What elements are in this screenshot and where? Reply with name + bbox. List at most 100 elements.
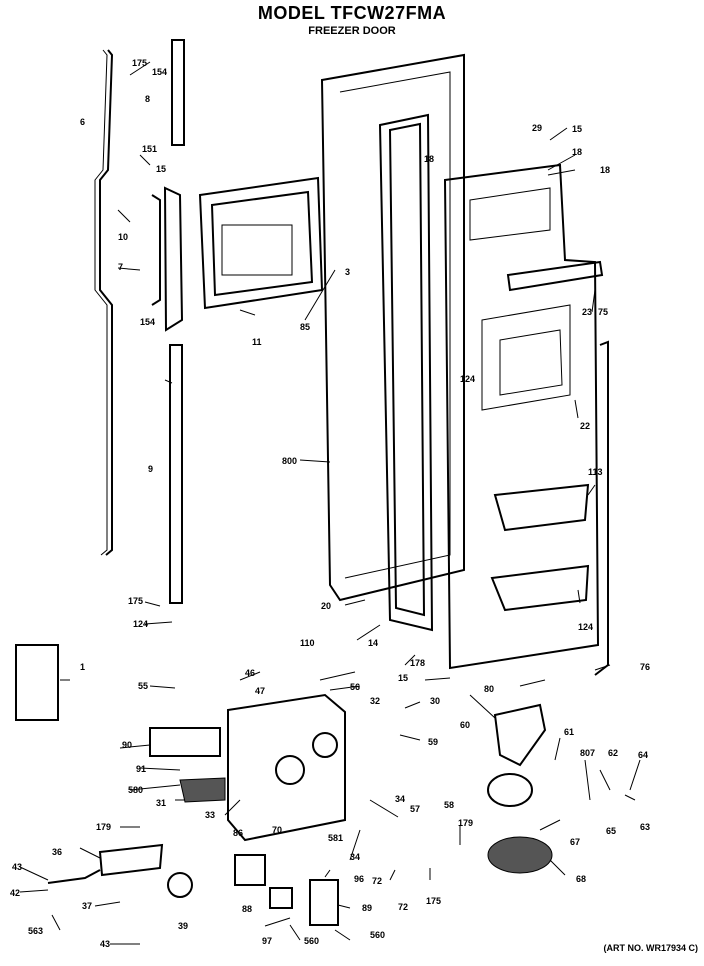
label-64: 63 (640, 822, 650, 832)
label-55: 55 (138, 681, 148, 691)
part-14-gasket (378, 113, 434, 632)
label-10: 10 (118, 232, 128, 242)
label-178: 178 (410, 658, 425, 668)
label-75: 75 (598, 307, 608, 317)
label-14: 14 (368, 638, 378, 648)
door-liner (443, 163, 600, 670)
label-8: 8 (145, 94, 150, 104)
label-563: 563 (28, 926, 43, 936)
part-8-bar (171, 39, 185, 146)
label-43: 43 (100, 939, 110, 949)
label-18c: 18 (600, 165, 610, 175)
label-29: 29 (532, 123, 542, 133)
part-39-motor (167, 872, 193, 898)
label-57: 57 (410, 804, 420, 814)
label-91: 91 (136, 764, 146, 774)
label-72b: 72 (398, 902, 408, 912)
part-61-chute (493, 703, 547, 767)
label-113: 154 (152, 67, 167, 77)
label-110: 110 (300, 638, 315, 648)
part-32-housing (227, 693, 346, 842)
part-90-panel (149, 727, 221, 757)
label-96: 96 (354, 874, 364, 884)
label-179b: 179 (96, 822, 111, 832)
part-124-shelf-upper (493, 483, 590, 532)
label-9: 9 (148, 464, 153, 474)
label-63: 62 (608, 748, 618, 758)
label-800: 800 (282, 456, 297, 466)
label-42: 43 (12, 862, 22, 872)
label-34: 34 (395, 794, 405, 804)
label-560b: 560 (370, 930, 385, 940)
label-60: 59 (428, 737, 438, 747)
part-1-card (15, 644, 59, 721)
label-97: 97 (262, 936, 272, 946)
part-labels: 175 154 8 6 151 15 10 7 154 9 175 124 1 … (10, 58, 650, 949)
part-94-solenoid (234, 854, 266, 886)
label-94: 86 (233, 828, 243, 838)
label-179: 179 (458, 818, 473, 828)
label-56: 56 (350, 682, 360, 692)
label-88: 67 (570, 837, 580, 847)
label-23: 23 (582, 307, 592, 317)
part-7-handle (151, 186, 184, 332)
label-39: 39 (178, 921, 188, 931)
label-41: 42 (10, 888, 20, 898)
part-6-strip (99, 49, 114, 556)
label-76: 76 (640, 662, 650, 672)
part-11-frame (198, 176, 324, 310)
part-76-rod (594, 340, 609, 676)
label-82: 85 (300, 322, 310, 332)
label-124: 113 (588, 467, 603, 477)
label-20: 20 (321, 601, 331, 611)
label-807: 807 (580, 748, 595, 758)
label-65: 64 (638, 750, 648, 760)
label-154b: 154 (140, 317, 155, 327)
part-89-board (309, 879, 339, 926)
label-6: 6 (80, 117, 85, 127)
part-800-door-panel (320, 53, 465, 602)
label-32: 32 (370, 696, 380, 706)
label-113b: 124 (133, 619, 148, 629)
label-31: 31 (156, 798, 166, 808)
label-18b: 18 (572, 147, 582, 157)
label-69: 68 (576, 874, 586, 884)
label-175: 175 (132, 58, 147, 68)
part-88-motor (487, 773, 533, 807)
label-36: 36 (52, 847, 62, 857)
art-number: (ART NO. WR17934 C) (603, 943, 698, 953)
label-151: 124 (460, 374, 475, 384)
part-41-arm (47, 869, 101, 884)
label-72: 72 (372, 876, 382, 886)
label-80: 80 (484, 684, 494, 694)
label-58: 58 (444, 800, 454, 810)
label-3: 3 (345, 267, 350, 277)
label-581: 581 (328, 833, 343, 843)
label-175c: 175 (426, 896, 441, 906)
label-154: 151 (142, 144, 157, 154)
part-124-shelf-lower (490, 564, 590, 612)
part-86-switch (269, 887, 293, 909)
label-560: 560 (304, 936, 319, 946)
label-22: 22 (580, 421, 590, 431)
label-1: 1 (80, 662, 85, 672)
label-47: 47 (255, 686, 265, 696)
label-124b: 124 (578, 622, 593, 632)
label-61: 60 (460, 720, 470, 730)
label-89: 89 (362, 903, 372, 913)
label-15b: 15 (572, 124, 582, 134)
label-86: 88 (242, 904, 252, 914)
label-90: 90 (122, 740, 132, 750)
label-7: 7 (118, 262, 123, 272)
part-31-tray (179, 777, 226, 803)
model-title: MODEL TFCW27FMA (257, 3, 447, 23)
label-5: 15 (156, 164, 166, 174)
label-11: 11 (252, 337, 262, 347)
part-23-rail (506, 260, 604, 292)
label-34b: 34 (350, 852, 360, 862)
part-36-bracket (98, 843, 164, 877)
label-18: 18 (424, 154, 434, 164)
label-15: 15 (398, 673, 408, 683)
